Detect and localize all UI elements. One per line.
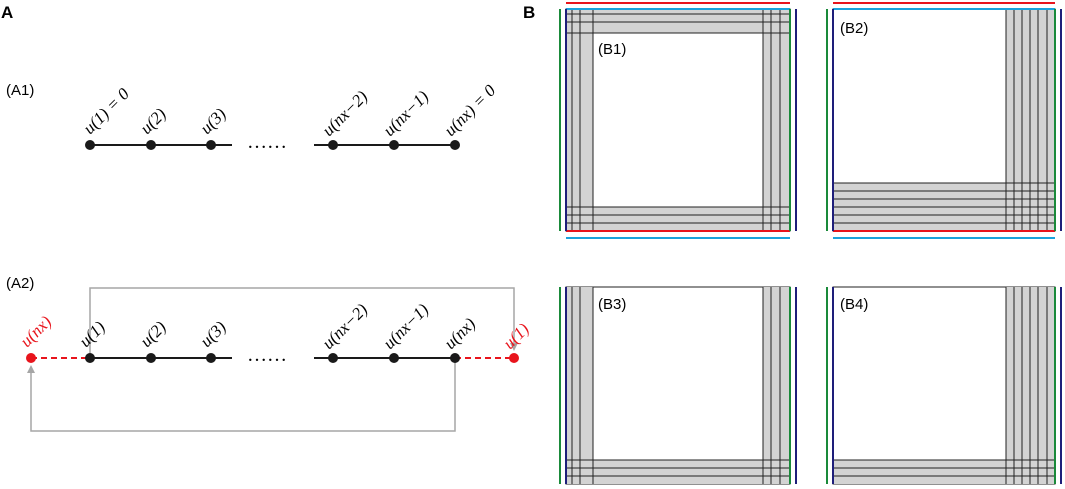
b4-grid-lines [833, 287, 1055, 484]
a2-node-label-4: u(nx−2) [318, 300, 371, 353]
a1-node-label-5: u(nx−1) [379, 87, 432, 140]
a1-node-label-1: u(1) = 0 [79, 84, 133, 138]
a1-node-2 [146, 140, 156, 150]
b1-band-top [566, 9, 790, 33]
a2-node-label-6: u(nx) [440, 314, 479, 353]
panel-a2-label: (A2) [6, 275, 34, 292]
a2-ellipsis: …… [247, 344, 287, 366]
a2-node-6 [450, 353, 460, 363]
a2-node-label-2: u(2) [136, 317, 170, 351]
b2-grid-lines [833, 9, 1055, 231]
a2-arrowhead-top [510, 343, 518, 351]
a2-node-label-1: u(1) [75, 317, 109, 351]
a2-node-3 [206, 353, 216, 363]
b1-frame [565, 8, 791, 232]
panel-b2: (B2) [826, 2, 1062, 239]
panel-a1-label: (A1) [6, 82, 34, 99]
a2-node-1 [85, 353, 95, 363]
b3-grid-lines [566, 287, 790, 484]
b4-band-bottom [833, 460, 1055, 484]
b1-grid-lines [566, 9, 790, 231]
a2-ghost-label-left: u(nx) [16, 312, 55, 351]
b3-label: (B3) [598, 296, 626, 313]
a2-node-label-3: u(3) [196, 317, 230, 351]
panel-a1: (A1) …… u(1) = 0 u(2) u(3) u(nx−2) u(nx−… [6, 81, 500, 153]
a1-node-4 [328, 140, 338, 150]
a2-node-4 [328, 353, 338, 363]
panel-a-letter: A [1, 3, 13, 22]
a2-node-2 [146, 353, 156, 363]
panel-b4: (B4) [826, 286, 1062, 485]
a2-ghost-node-right [509, 353, 519, 363]
b1-label: (B1) [598, 41, 626, 58]
b2-label: (B2) [840, 20, 868, 37]
a2-ghost-label-right: u(1) [499, 319, 533, 353]
panel-b1: (B1) [559, 2, 797, 239]
a1-node-label-2: u(2) [136, 104, 170, 138]
panel-a2: (A2) …… u(nx) u(1) u(2) u(3) u(nx−2) u(n… [6, 275, 533, 432]
a1-ellipsis: …… [247, 131, 287, 153]
a1-node-label-6: u(nx) = 0 [440, 81, 499, 140]
a1-node-label-4: u(nx−2) [318, 87, 371, 140]
b3-band-right [763, 287, 790, 484]
a1-node-5 [389, 140, 399, 150]
panel-b3: (B3) [559, 286, 797, 485]
a2-arrowhead-bottom [27, 365, 35, 373]
panel-b-letter: B [523, 3, 535, 22]
a2-connector-bottom [30, 358, 456, 432]
a2-connector-top [89, 287, 515, 358]
b1-band-bottom [566, 207, 790, 231]
b3-frame [565, 286, 791, 485]
a2-node-5 [389, 353, 399, 363]
b3-band-bottom [566, 460, 790, 484]
a1-node-1 [85, 140, 95, 150]
a2-node-label-5: u(nx−1) [379, 300, 432, 353]
a1-node-3 [206, 140, 216, 150]
b4-label: (B4) [840, 296, 868, 313]
a2-ghost-node-left [26, 353, 36, 363]
b1-band-right [763, 9, 790, 231]
a1-node-label-3: u(3) [196, 104, 230, 138]
a1-node-6 [450, 140, 460, 150]
